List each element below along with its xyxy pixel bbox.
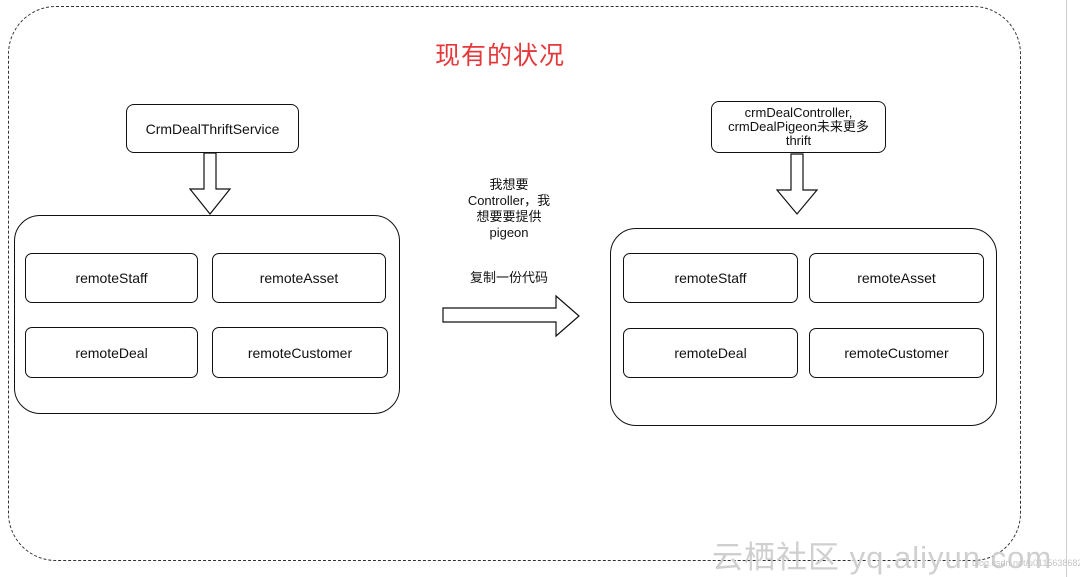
left-module-remote-deal: remoteDeal xyxy=(25,327,198,378)
middle-action-label: 复制一份代码 xyxy=(469,270,548,285)
right-service-line: thrift xyxy=(785,133,812,148)
right-module-remote-asset: remoteAsset xyxy=(809,253,984,303)
left-module-group xyxy=(14,215,400,414)
middle-note: 我想要 Controller，我 想要要提供 pigeon xyxy=(440,177,578,241)
diagram-title: 现有的状况 xyxy=(434,42,565,70)
left-module-remote-staff: remoteStaff xyxy=(25,253,198,303)
right-module-remote-staff: remoteStaff xyxy=(623,253,798,303)
left-module-remote-asset: remoteAsset xyxy=(212,253,386,303)
page-edge-line xyxy=(1066,0,1067,577)
right-module-label: remoteAsset xyxy=(857,270,936,286)
left-module-label: remoteCustomer xyxy=(247,344,353,361)
middle-note-line: Controller，我 xyxy=(467,193,551,208)
right-module-label: remoteCustomer xyxy=(844,345,949,361)
left-module-label: remoteDeal xyxy=(75,344,148,361)
middle-note-line: 想要要提供 xyxy=(476,209,542,224)
right-module-label: remoteDeal xyxy=(674,345,747,361)
left-module-label: remoteStaff xyxy=(75,270,148,286)
middle-note-line: 我想要 xyxy=(489,177,529,192)
middle-note-line: pigeon xyxy=(489,225,529,240)
right-module-remote-customer: remoteCustomer xyxy=(809,328,984,378)
right-module-label: remoteStaff xyxy=(674,270,747,286)
left-down-arrow xyxy=(188,152,232,215)
left-module-label: remoteAsset xyxy=(259,270,339,286)
watermark-url: blog.csdn.net/u011563868273 xyxy=(972,558,1080,568)
watermark: 云栖社区 yq.aliyun.com xyxy=(712,540,1053,575)
left-service-label: CrmDealThriftService xyxy=(145,120,280,137)
left-module-remote-customer: remoteCustomer xyxy=(212,327,388,378)
outer-frame xyxy=(8,6,1021,561)
right-service-line: crmDealPigeon未来更多 xyxy=(728,119,869,134)
right-down-arrow xyxy=(775,153,819,215)
copy-right-arrow xyxy=(442,294,580,338)
right-service-line: crmDealController, xyxy=(744,105,853,120)
left-service-box: CrmDealThriftService xyxy=(126,104,299,153)
right-module-remote-deal: remoteDeal xyxy=(623,328,798,378)
right-service-box: crmDealController, crmDealPigeon未来更多 thr… xyxy=(711,101,886,153)
